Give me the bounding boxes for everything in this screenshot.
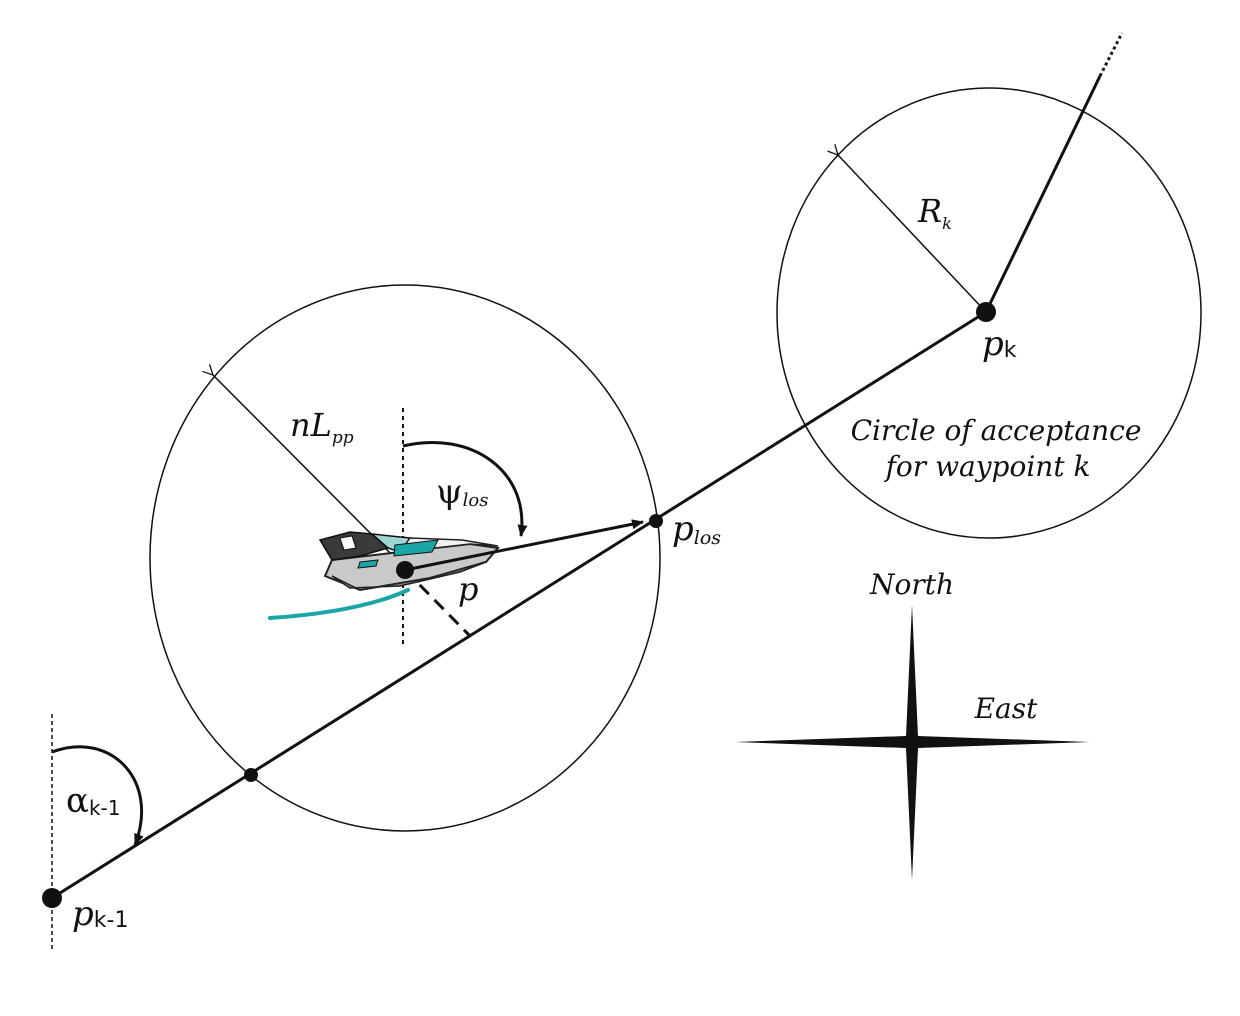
compass-label-north: North (869, 568, 954, 601)
cross-track-error-line (403, 568, 472, 638)
path-segment-next (984, 75, 1102, 313)
point-p-k (976, 302, 996, 322)
boat-wake (268, 588, 410, 620)
compass-label-east: East (974, 692, 1039, 725)
point-p-los (649, 514, 663, 528)
psi-los-arc (402, 441, 528, 537)
point-p-boat (396, 561, 414, 579)
label-p-los: plos (672, 509, 721, 549)
label-p: p (458, 570, 478, 608)
label-alpha-k-minus-1: αk-1 (66, 781, 121, 821)
label-nl-pp: nLpp (290, 406, 354, 448)
los-vector (404, 519, 644, 572)
point-intersection (244, 768, 258, 782)
alpha-arc (51, 745, 144, 846)
path-segment-next-dotted (1098, 32, 1124, 77)
point-p-k-minus-1 (42, 888, 62, 908)
label-psi-los: ψlos (436, 472, 489, 512)
acceptance-circle-caption-line1: Circle of acceptance (851, 414, 1142, 447)
compass-rose-icon (735, 605, 1090, 880)
acceptance-circle-caption-line2: for waypoint k (884, 450, 1091, 483)
label-r-k: Rk (917, 192, 952, 233)
label-p-k: pk (982, 324, 1017, 364)
los-circle (149, 284, 661, 832)
acceptance-radius-arrow (838, 155, 987, 313)
path-segment-previous (51, 310, 987, 900)
label-p-k-minus-1: pk-1 (72, 894, 128, 934)
acceptance-circle (776, 87, 1202, 539)
